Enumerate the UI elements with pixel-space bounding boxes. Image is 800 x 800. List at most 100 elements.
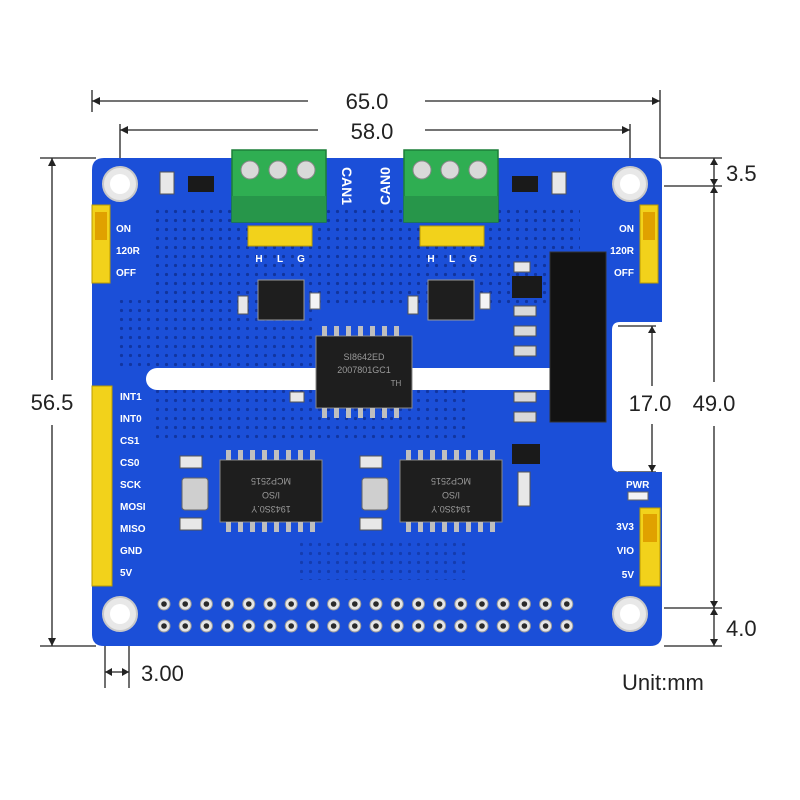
- header-pin-label: GND: [120, 546, 142, 557]
- smd-ic: [512, 276, 542, 298]
- gpio-pin-center: [415, 601, 422, 607]
- smd-capacitor: [513, 411, 537, 423]
- gpio-pin-center: [373, 623, 379, 629]
- power-led: [627, 491, 649, 501]
- chip-marking: 2007801GC1: [337, 365, 391, 375]
- header-pin-label: MOSI: [120, 502, 146, 513]
- gpio-pin-center: [394, 623, 401, 629]
- can-controller-chip-right: MCP2515 I/SO 1943S0.Y: [399, 450, 503, 532]
- gpio-pin-center: [521, 601, 528, 607]
- smd-capacitor: [289, 391, 305, 403]
- power-label-3v3: 3V3: [616, 522, 634, 533]
- gpio-pin-center: [394, 601, 401, 607]
- power-label-5v: 5V: [622, 570, 635, 581]
- mounting-hole: [612, 166, 648, 202]
- dim-bottom-offset: 4.0: [726, 616, 757, 641]
- gpio-pin-center: [182, 601, 188, 607]
- led: [479, 292, 491, 310]
- crystal: [181, 477, 209, 511]
- jumper-label-on: ON: [116, 224, 131, 235]
- gpio-pin-center: [161, 623, 167, 629]
- dcdc-module: [549, 251, 607, 423]
- header-pin-label: CS1: [120, 436, 140, 447]
- gpio-pin-center: [436, 623, 443, 629]
- via-field: [300, 540, 470, 580]
- transceiver-chip: [257, 279, 305, 321]
- gpio-pin-center: [373, 601, 379, 607]
- smd-capacitor: [513, 345, 537, 357]
- jumper-label-off: OFF: [614, 268, 634, 279]
- via-field: [150, 205, 580, 305]
- gpio-pin-center: [288, 623, 295, 629]
- smd-transistor: [188, 176, 214, 192]
- gpio-pin-center: [330, 623, 337, 629]
- mounting-hole: [102, 166, 138, 202]
- jumper-label-120r: 120R: [116, 246, 141, 257]
- smd-capacitor: [179, 455, 203, 469]
- mounting-hole: [102, 596, 138, 632]
- gpio-pin-center: [203, 623, 210, 629]
- pcb-board: CAN1 CAN0 H L G H L G ON 120R OFF ON 120…: [91, 149, 662, 646]
- gpio-pin-center: [415, 623, 422, 629]
- dimension-arrowheads: [48, 97, 718, 676]
- header-pin-label: 5V: [120, 568, 133, 579]
- smd-capacitor: [237, 295, 249, 315]
- gpio-pin-center: [436, 601, 443, 607]
- dim-slot-height: 17.0: [629, 391, 672, 416]
- pin-label-g: G: [469, 254, 477, 265]
- gpio-pin-center: [203, 601, 210, 607]
- dim-width-holes: 58.0: [351, 119, 394, 144]
- power-label-vio: VIO: [617, 546, 634, 557]
- smd-capacitor: [407, 295, 419, 315]
- dim-top-offset: 3.5: [726, 161, 757, 186]
- jumper-cap: [643, 514, 657, 542]
- gpio-pin-center: [267, 623, 273, 629]
- header-pin-label: INT1: [120, 392, 142, 403]
- header-pin-label: CS0: [120, 458, 140, 469]
- gpio-pin-center: [564, 623, 570, 629]
- jumper-cap: [95, 212, 107, 240]
- power-label-pwr: PWR: [626, 480, 650, 491]
- terminal-block-can1: [231, 149, 327, 223]
- gpio-pin-center: [182, 623, 188, 629]
- gpio-pin-center: [479, 601, 485, 607]
- chip-marking: 1943S0.Y: [251, 504, 291, 514]
- smd-transistor: [512, 176, 538, 192]
- dim-left-offset: 3.00: [141, 661, 184, 686]
- pin-label-h: H: [427, 254, 434, 265]
- smd-capacitor: [513, 325, 537, 337]
- label-can0: CAN0: [377, 167, 393, 205]
- gpio-pin-center: [330, 601, 337, 607]
- led: [309, 292, 321, 310]
- unit-label: Unit:mm: [622, 670, 704, 695]
- pin-label-h: H: [255, 254, 262, 265]
- dim-height-overall: 56.5: [31, 390, 74, 415]
- gpio-pin-center: [500, 623, 507, 629]
- terminal-header: [247, 225, 313, 247]
- header-pin-label: SCK: [120, 480, 142, 491]
- pin-label-l: L: [277, 254, 283, 265]
- smd-capacitor: [179, 517, 203, 531]
- chip-marking: SI8642ED: [343, 352, 385, 362]
- gpio-pin-center: [479, 623, 485, 629]
- chip-marking: MCP2515: [251, 476, 291, 486]
- gpio-pin-center: [309, 623, 316, 629]
- gpio-pin-center: [309, 601, 316, 607]
- dim-height-holes: 49.0: [693, 391, 736, 416]
- gpio-pin-center: [161, 601, 167, 607]
- gpio-pin-center: [246, 601, 252, 607]
- terminal-header: [419, 225, 485, 247]
- via-field: [150, 390, 470, 440]
- label-can1: CAN1: [339, 167, 355, 205]
- header-pin-label: INT0: [120, 414, 142, 425]
- chip-marking: MCP2515: [431, 476, 471, 486]
- smd-capacitor: [359, 517, 383, 531]
- gpio-pin-center: [542, 623, 549, 629]
- jumper-label-off: OFF: [116, 268, 136, 279]
- pin-label-l: L: [449, 254, 455, 265]
- gpio-pin-center: [521, 623, 528, 629]
- crystal: [361, 477, 389, 511]
- chip-marking: 1943S0.Y: [431, 504, 471, 514]
- gpio-pin-center: [224, 623, 231, 629]
- smd-capacitor: [513, 261, 531, 273]
